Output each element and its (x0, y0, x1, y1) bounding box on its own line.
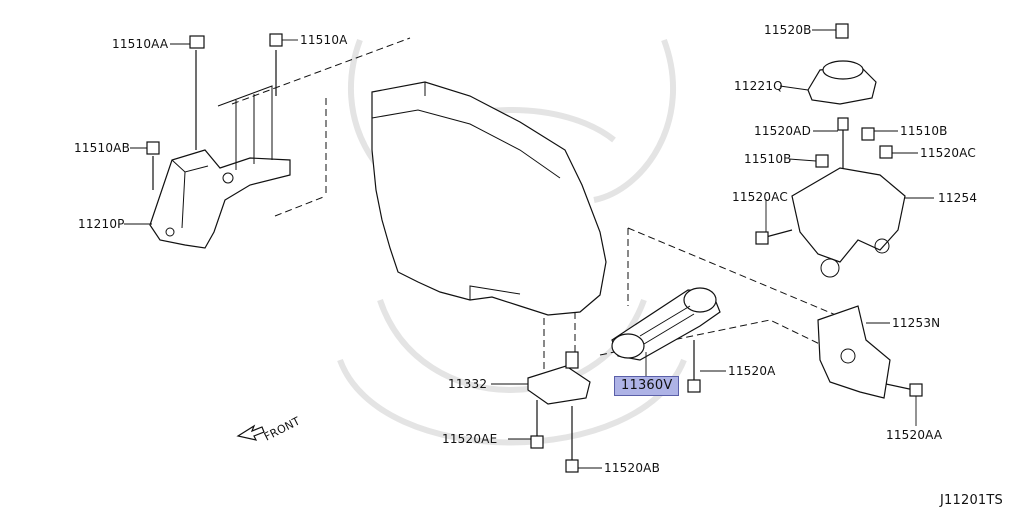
part-label-11510AA[interactable]: 11510AA (112, 37, 169, 51)
front-arrow-icon (236, 424, 265, 441)
part-label-11332[interactable]: 11332 (448, 377, 488, 391)
upper-insulator-11221Q (807, 23, 877, 105)
part-label-11510B[interactable]: 11510B (900, 124, 948, 138)
leader-lines (124, 29, 934, 469)
part-label-11520AC[interactable]: 11520AC (732, 190, 788, 204)
part-label-11520AA[interactable]: 11520AA (886, 428, 943, 442)
bracket-11253N (817, 305, 923, 399)
part-label-11510A[interactable]: 11510A (300, 33, 348, 47)
part-label-11520AB[interactable]: 11520AB (604, 461, 661, 475)
part-label-11510AB[interactable]: 11510AB (74, 141, 131, 155)
left-mount-11210P (146, 33, 291, 249)
bracket-11332 (527, 351, 591, 473)
part-label-11253N[interactable]: 11253N (892, 316, 941, 330)
part-label-11221Q[interactable]: 11221Q (734, 79, 783, 93)
part-label-11520A[interactable]: 11520A (728, 364, 776, 378)
bracket-11254 (755, 117, 906, 278)
part-label-11520B[interactable]: 11520B (764, 23, 812, 37)
part-label-11520AD[interactable]: 11520AD (754, 124, 812, 138)
part-label-11210P[interactable]: 11210P (78, 217, 125, 231)
part-label-11520AC[interactable]: 11520AC (920, 146, 976, 160)
part-label-11510B[interactable]: 11510B (744, 152, 792, 166)
part-label-11360V-highlighted[interactable]: 11360V (614, 376, 680, 396)
part-label-11520AE[interactable]: 11520AE (442, 432, 498, 446)
engine-block (371, 81, 607, 316)
diagram-code: J11201TS (940, 493, 1003, 508)
part-label-11254[interactable]: 11254 (938, 191, 978, 205)
torque-rod-11360V (611, 287, 721, 393)
